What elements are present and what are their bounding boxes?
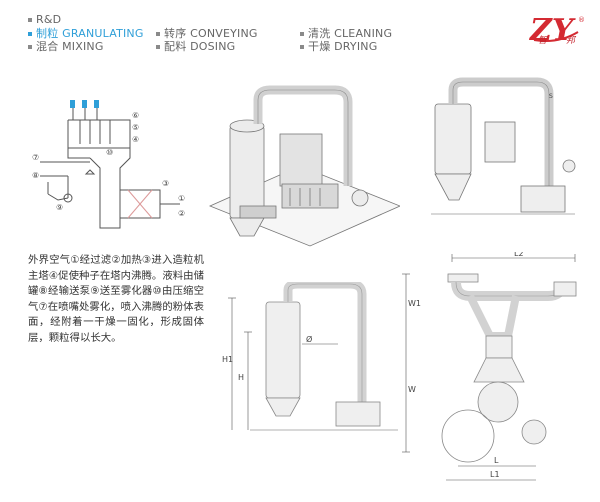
category-conveying[interactable]: 转序 CONVEYING bbox=[156, 25, 258, 41]
category-label: R&D bbox=[36, 13, 62, 26]
marker-2: ② bbox=[178, 209, 185, 218]
marker-3: ③ bbox=[162, 179, 169, 188]
marker-7: ⑦ bbox=[32, 153, 39, 162]
brand-logo: ZY ® bbox=[529, 13, 585, 48]
marker-9: ⑨ bbox=[56, 203, 63, 212]
brand-sub-left: 智 bbox=[538, 36, 548, 46]
category-label: 制粒 GRANULATING bbox=[36, 27, 144, 40]
dim-l2: L2 bbox=[514, 252, 524, 258]
bullet-icon bbox=[156, 45, 160, 49]
brand-sub-right: 邦 bbox=[566, 36, 576, 46]
bullet-icon bbox=[28, 32, 32, 36]
process-description: 外界空气①经过滤②加热③进入造粒机主塔④促使种子在塔内沸腾。液料由储罐⑧经输送泵… bbox=[28, 254, 204, 344]
category-dosing[interactable]: 配料 DOSING bbox=[156, 38, 235, 54]
category-label: 清洗 CLEANING bbox=[308, 27, 393, 40]
equipment-isometric-view bbox=[208, 85, 400, 247]
dim-diameter: Ø bbox=[306, 334, 312, 344]
registered-mark: ® bbox=[578, 16, 585, 24]
marker-10: ⑩ bbox=[106, 148, 113, 157]
category-mixing[interactable]: 混合 MIXING bbox=[28, 38, 104, 54]
marker-1: ① bbox=[178, 194, 185, 203]
dim-w: W bbox=[408, 385, 416, 394]
category-rd[interactable]: R&D bbox=[28, 13, 61, 26]
bullet-icon bbox=[28, 18, 32, 22]
dim-h1: H1 bbox=[222, 355, 233, 364]
category-granulating[interactable]: 制粒 GRANULATING bbox=[28, 25, 144, 41]
process-schematic: ⑥ ⑤ ④ ⑩ ⑦ ⑧ ⑨ ① ② ③ bbox=[32, 100, 185, 229]
equipment-side-view: S bbox=[431, 77, 576, 215]
front-dimension-drawing: H1 H Ø bbox=[222, 282, 398, 431]
category-label: 配料 DOSING bbox=[164, 40, 236, 53]
brand-logo-text: ZY bbox=[529, 13, 576, 48]
dim-l1: L1 bbox=[490, 470, 500, 479]
category-drying[interactable]: 干燥 DRYING bbox=[300, 38, 377, 54]
category-label: 混合 MIXING bbox=[36, 40, 104, 53]
marker-6: ⑥ bbox=[132, 111, 139, 120]
marker-8: ⑧ bbox=[32, 171, 39, 180]
bullet-icon bbox=[300, 32, 304, 36]
category-cleaning[interactable]: 清洗 CLEANING bbox=[300, 25, 392, 41]
category-label: 转序 CONVEYING bbox=[164, 27, 258, 40]
bullet-icon bbox=[28, 45, 32, 49]
side-dimension-drawing: L2 W1 W L L1 bbox=[402, 252, 577, 481]
bullet-icon bbox=[156, 32, 160, 36]
dim-l: L bbox=[494, 456, 499, 465]
side-view-label: S bbox=[549, 93, 553, 100]
marker-4: ④ bbox=[132, 135, 139, 144]
dim-h: H bbox=[238, 373, 244, 382]
marker-5: ⑤ bbox=[132, 123, 139, 132]
bullet-icon bbox=[300, 45, 304, 49]
dim-w1: W1 bbox=[408, 299, 421, 308]
category-label: 干燥 DRYING bbox=[308, 40, 378, 53]
